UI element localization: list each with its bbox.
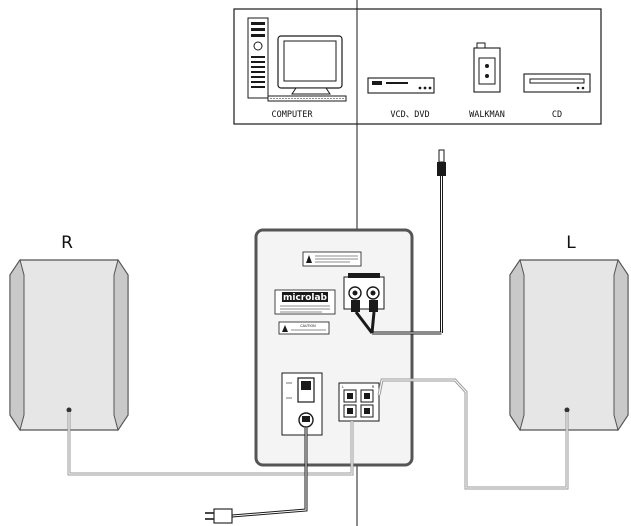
warning-triangle-icon bbox=[282, 325, 288, 332]
speaker-output-terminals: L R bbox=[338, 382, 380, 422]
walkman-icon bbox=[473, 42, 501, 93]
rca-plug-icon bbox=[369, 300, 378, 312]
power-cable bbox=[205, 428, 308, 524]
cd-player-icon bbox=[523, 73, 591, 93]
amplifier-rear-panel: microlab CAUTION bbox=[254, 228, 414, 467]
left-speaker bbox=[509, 258, 629, 432]
dvd-player-icon bbox=[367, 77, 435, 94]
keyboard-icon bbox=[267, 95, 347, 102]
terminal-label-left: L bbox=[342, 385, 344, 389]
stereo-jack-icon bbox=[438, 149, 445, 163]
source-label-vcd-dvd: VCD、DVD bbox=[390, 110, 429, 120]
rca-plug-icon bbox=[351, 300, 360, 312]
warning-triangle-icon bbox=[306, 255, 312, 263]
crt-monitor-icon bbox=[277, 35, 343, 95]
speaker-label-left: L bbox=[566, 233, 576, 253]
warning-sticker bbox=[302, 251, 362, 267]
brand-label: microlab bbox=[274, 289, 336, 315]
right-speaker bbox=[9, 258, 129, 432]
audio-input-cable bbox=[351, 149, 446, 335]
source-label-computer: COMPUTER bbox=[272, 110, 314, 120]
source-devices-box: COMPUTER VCD、DVD WALKMAN CD bbox=[233, 8, 602, 125]
power-switch-area bbox=[281, 372, 323, 436]
caution-text: CAUTION bbox=[300, 324, 316, 328]
terminal-label-right: R bbox=[372, 385, 375, 389]
source-label-cd: CD bbox=[552, 110, 562, 120]
speaker-label-right: R bbox=[61, 233, 73, 253]
source-label-walkman: WALKMAN bbox=[469, 110, 505, 120]
power-plug-icon bbox=[205, 508, 233, 524]
tower-pc-icon bbox=[247, 17, 269, 99]
brand-name: microlab bbox=[283, 293, 328, 303]
caution-label: CAUTION bbox=[278, 321, 330, 335]
